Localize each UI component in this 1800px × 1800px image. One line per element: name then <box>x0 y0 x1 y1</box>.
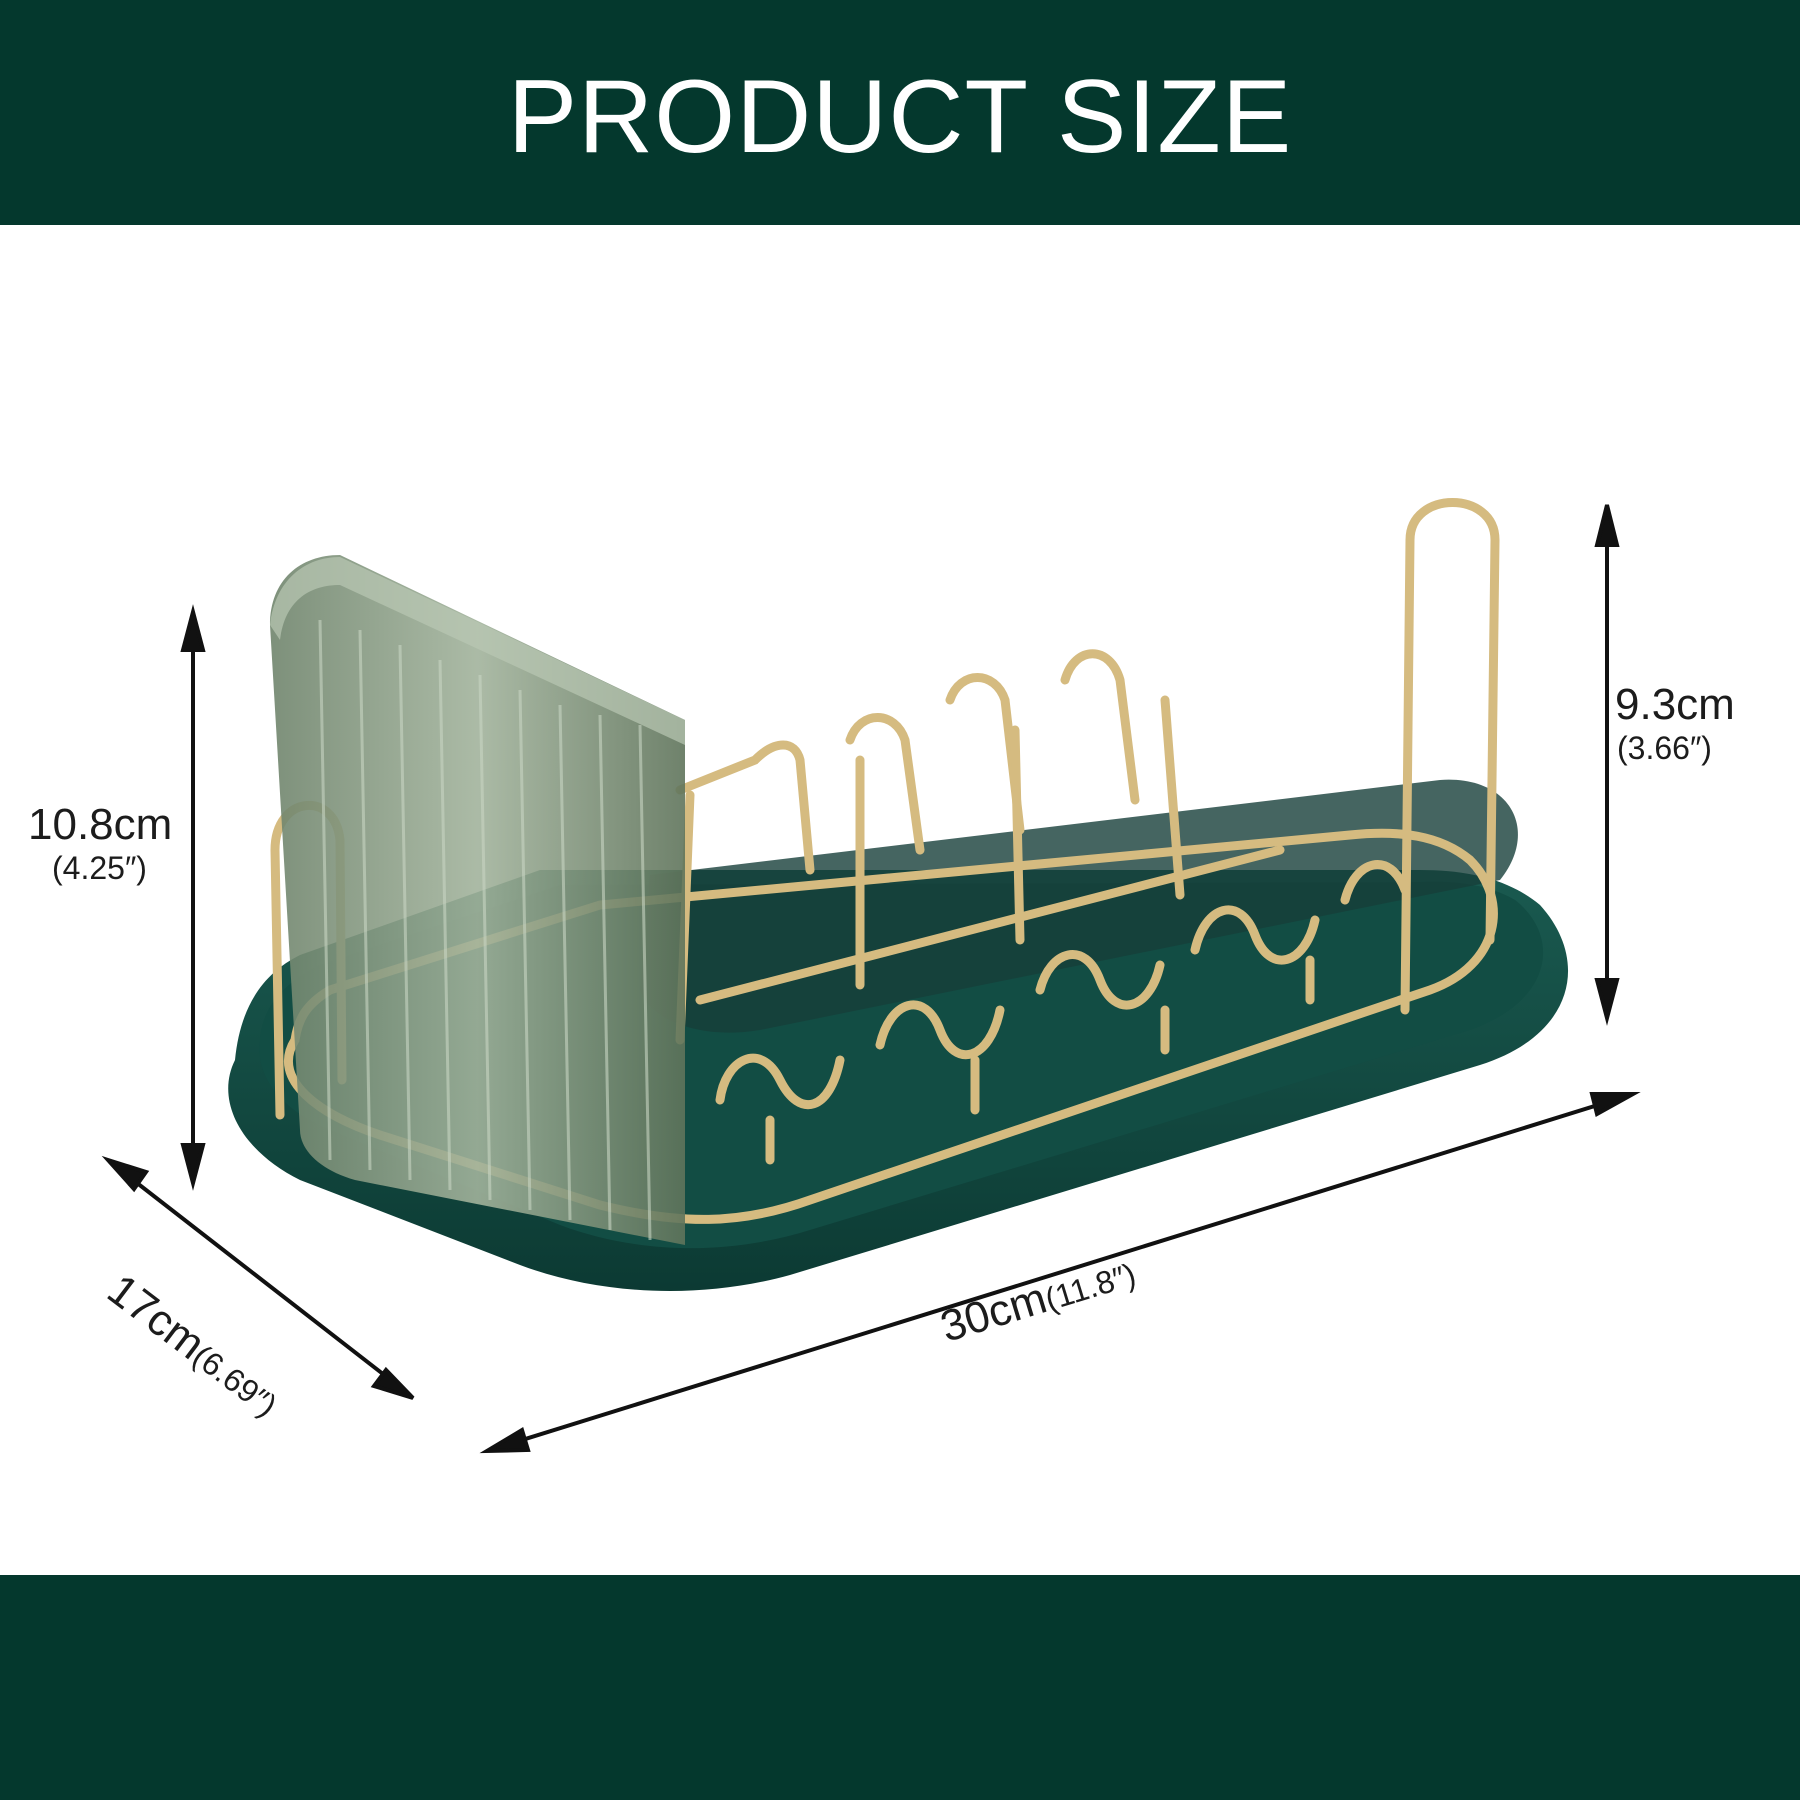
height-left-cm: 10.8cm <box>28 800 173 849</box>
page-title: PRODUCT SIZE <box>507 59 1293 175</box>
height-left-inch: (4.25″) <box>52 850 147 886</box>
height-left-label: 10.8cm (4.25″) <box>28 800 172 887</box>
height-right-cm: 9.3cm <box>1615 680 1735 729</box>
utensil-cup <box>270 555 685 1245</box>
height-right-label: 9.3cm (3.66″) <box>1615 680 1735 767</box>
footer-banner <box>0 1575 1800 1800</box>
length-arrow <box>489 1093 1631 1452</box>
height-right-inch: (3.66″) <box>1617 730 1712 766</box>
depth-arrow <box>108 1160 412 1397</box>
dimension-arrows <box>101 504 1641 1454</box>
header-banner: PRODUCT SIZE <box>0 0 1800 225</box>
